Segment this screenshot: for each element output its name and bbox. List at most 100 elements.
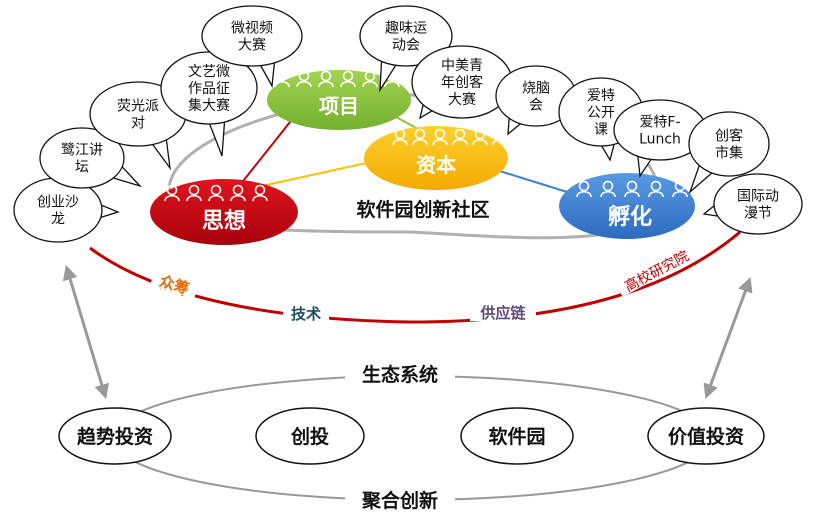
node-capital[interactable] — [364, 126, 508, 190]
bubble-fill — [162, 53, 256, 123]
left-double-arrow — [62, 264, 110, 400]
bubble-text: 龙 — [51, 212, 65, 228]
person-icon — [208, 184, 224, 202]
bubble-text: 文艺微 — [188, 64, 230, 80]
bubble-fill — [690, 113, 768, 175]
ecosystem-bottom-label: 聚合创新 — [361, 489, 438, 512]
ecosystem-trend-node[interactable] — [58, 407, 172, 465]
speech-bubbles: 创业沙龙鹭江讲坛荧光派对文艺微作品征集大赛微视频大赛趣味运动会中美青年创客大赛烧… — [13, 5, 803, 243]
bubble-text: 动会 — [392, 38, 420, 54]
bubble-text: 中美青 — [441, 58, 483, 74]
bubble-text: 趣味运 — [385, 21, 427, 37]
person-icon — [252, 184, 268, 202]
bubble-text: 漫节 — [744, 206, 772, 222]
ecosystem-value-node[interactable] — [647, 407, 765, 465]
right-double-arrow — [703, 276, 753, 400]
bubble-text: 鹭江讲 — [61, 143, 103, 159]
person-icon — [392, 128, 408, 146]
person-icon — [472, 128, 488, 146]
bubble-text: 课 — [594, 122, 608, 138]
bubble-text: 国际动 — [737, 189, 779, 205]
bubble-fill — [203, 7, 301, 65]
person-icon — [624, 180, 640, 198]
ecosystem-top-label: 生态系统 — [362, 363, 438, 386]
bubble-text: Lunch — [639, 132, 681, 148]
link-capital-incubate — [489, 167, 581, 197]
bubble-text: 公开 — [587, 105, 615, 121]
bubble-text: 微视频 — [231, 21, 273, 37]
ecosystem-trend-label: 趋势投资 — [77, 425, 153, 448]
ecosystem-venture-node[interactable] — [255, 407, 365, 465]
bubble-text: 荧光派 — [117, 98, 159, 115]
person-icon — [318, 70, 334, 88]
node-incubate-label: 孵化 — [608, 204, 652, 230]
bubble-text: 大赛 — [238, 38, 266, 54]
bubble-fill — [361, 7, 451, 65]
bubble-text: 对 — [131, 116, 145, 132]
ecosystem-park-node[interactable] — [460, 407, 574, 465]
bubble-text: 集大赛 — [188, 97, 230, 114]
bubble-text: 爱特F- — [639, 115, 680, 131]
person-icon — [648, 180, 664, 198]
bubble-fill — [715, 175, 801, 233]
person-icon — [492, 128, 508, 146]
community-title: 软件园创新社区 — [356, 198, 489, 221]
bubble-text: 创客 — [715, 128, 743, 145]
bubble-fill — [41, 129, 123, 187]
bubble-text: 大赛 — [448, 92, 476, 108]
ecosystem-park-label: 软件园 — [488, 425, 545, 448]
person-icon — [362, 70, 378, 88]
bubble-text: 年创客 — [441, 74, 483, 91]
arc-label-tech-front: 技术 — [291, 305, 321, 323]
speech-bubble-aite-lunch[interactable]: 爱特F-Lunch — [613, 99, 707, 178]
person-icon — [230, 184, 246, 202]
bubble-fill — [413, 47, 511, 117]
person-icon — [432, 128, 448, 146]
bubble-fill — [497, 67, 575, 125]
speech-bubble-brain[interactable]: 烧脑会 — [495, 65, 577, 136]
node-project-label: 项目 — [319, 94, 359, 118]
node-thought-label: 思想 — [202, 209, 246, 234]
person-icon — [274, 70, 290, 88]
person-icon — [600, 180, 616, 198]
bubble-fill — [91, 83, 185, 145]
arc-label-crowdfunding-front: 众筹 — [157, 272, 191, 298]
person-icon — [412, 128, 428, 146]
bubble-text: 坛 — [75, 160, 89, 176]
bubble-text: 会 — [529, 98, 543, 114]
node-project[interactable] — [267, 70, 411, 130]
bubble-text: 烧脑 — [522, 81, 550, 97]
ecosystem-ring — [111, 375, 713, 501]
person-icon — [576, 180, 592, 198]
ecosystem-value-label: 价值投资 — [668, 425, 744, 448]
person-icon — [452, 128, 468, 146]
node-incubate[interactable] — [559, 173, 695, 239]
bubble-text: 爱特 — [587, 88, 615, 104]
person-icon — [296, 70, 312, 88]
bubble-fill — [15, 179, 101, 241]
ecosystem-venture-label: 创投 — [290, 425, 329, 448]
person-icon — [164, 184, 180, 202]
bubble-text: 作品征 — [188, 81, 230, 97]
node-capital-label: 资本 — [416, 153, 456, 177]
person-icon — [340, 70, 356, 88]
person-icon — [186, 184, 202, 202]
people-icons — [164, 70, 688, 202]
person-icon — [672, 180, 688, 198]
link-thought-capital — [261, 159, 381, 187]
arc-label-supply-chain: 供应链 — [479, 304, 526, 322]
bubble-fill — [615, 101, 705, 159]
bubble-text: 创业沙 — [37, 195, 79, 211]
bubble-text: 市集 — [715, 145, 743, 162]
